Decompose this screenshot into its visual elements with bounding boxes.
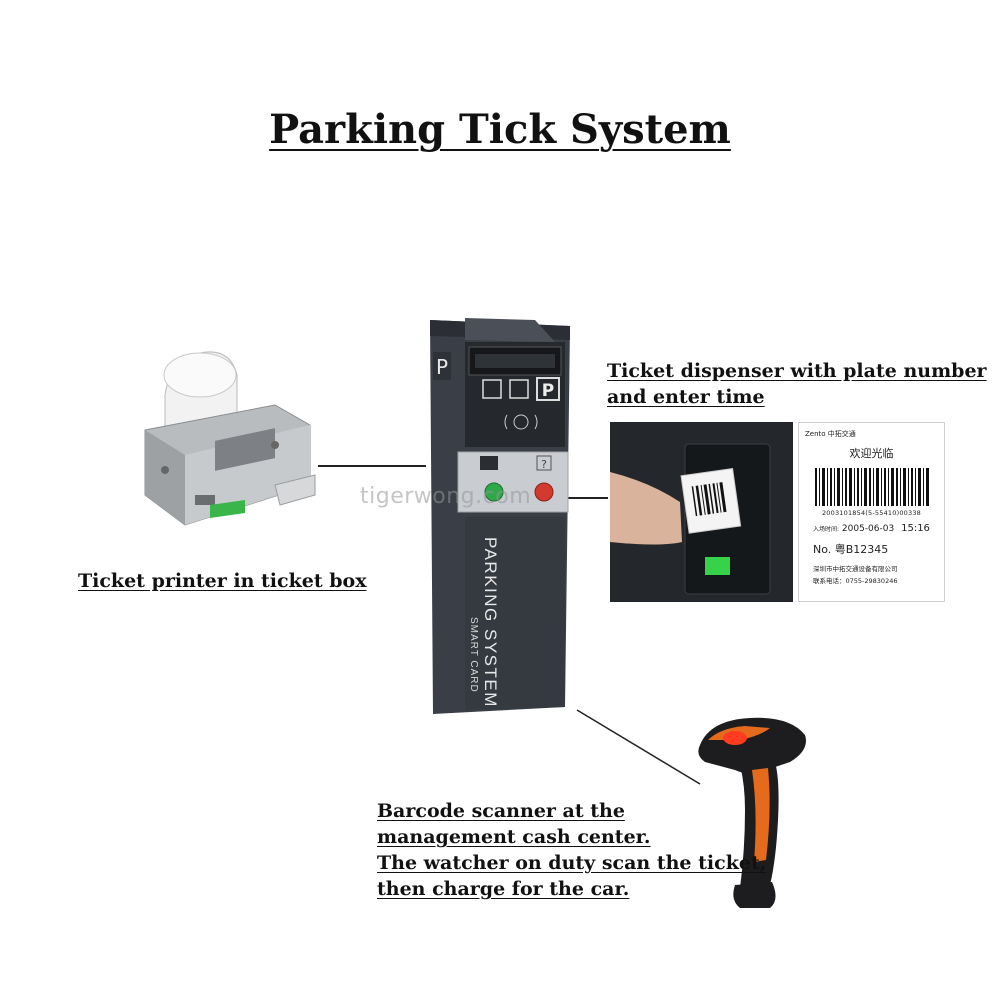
ticket-company: 深圳市中拓交通设备有限公司 [813, 565, 898, 573]
ticket-printer-image [144, 351, 316, 526]
watermark: tigerwong.com [360, 484, 532, 509]
ticket-plate: No. 粤B12345 [813, 543, 889, 556]
scanner-label: Barcode scanner at the management cash c… [377, 800, 767, 900]
ticket-brand: Zento 中拓交通 [805, 430, 856, 438]
dispenser-label: Ticket dispenser with plate number and e… [607, 360, 987, 408]
printer-label: Ticket printer in ticket box [78, 570, 367, 592]
kiosk-display-p: P [542, 381, 554, 401]
kiosk-vertical-sub: SMART CARD [468, 617, 479, 693]
ticket-barcode [815, 468, 929, 506]
scanner-connector-line [576, 709, 701, 785]
dispenser-photo [610, 422, 793, 602]
parking-kiosk: P P ? PARKING SYSTEM SMART CARD [430, 318, 570, 714]
printer-connector-line [318, 465, 426, 467]
kiosk-vertical-main: PARKING SYSTEM [481, 537, 500, 708]
ticket-receipt: Zento 中拓交通 欢迎光临 2003101854(5-55410)00338… [798, 422, 945, 602]
ticket-welcome: 欢迎光临 [849, 447, 894, 460]
barcode-scanner-image [698, 717, 806, 908]
kiosk-panel-question: ? [541, 458, 547, 471]
ticket-barcode-number: 2003101854(5-55410)00338 [821, 509, 922, 517]
page-title: Parking Tick System [269, 106, 731, 153]
dispenser-connector-line [563, 497, 608, 499]
ticket-entry-time: 入场时间: 2005-06-03 15:16 [813, 523, 930, 534]
kiosk-side-p: P [436, 355, 448, 379]
ticket-phone: 联系电话：0755-29830246 [813, 577, 898, 585]
